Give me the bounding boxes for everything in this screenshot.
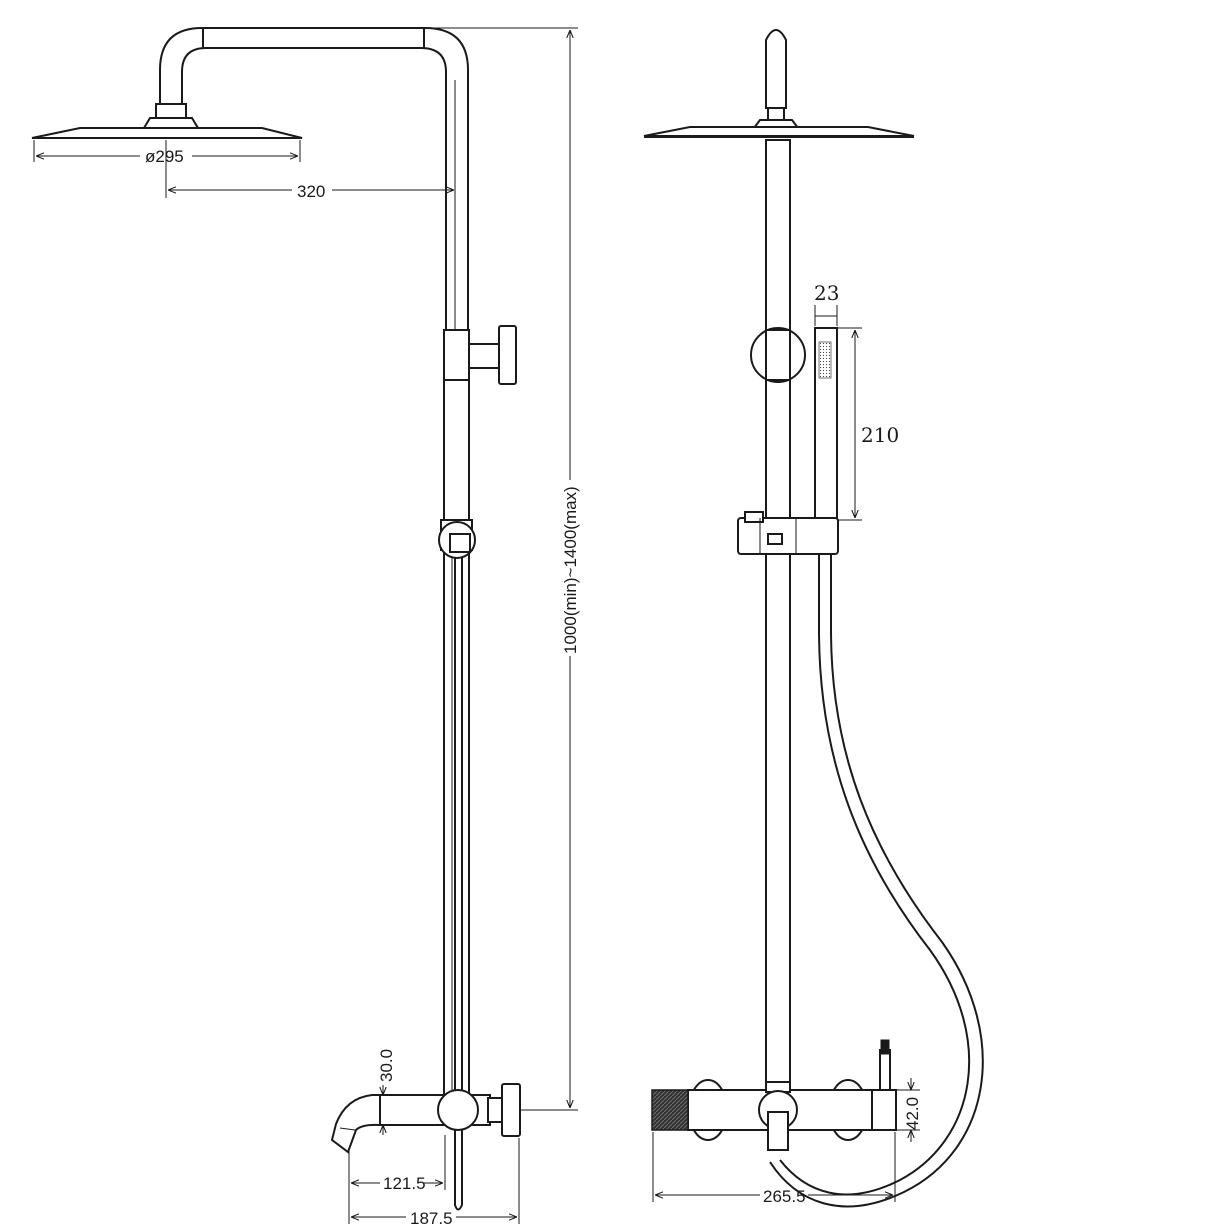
slide-holder-side bbox=[443, 325, 517, 385]
dim-shower-head-diameter: ø295 bbox=[33, 140, 301, 166]
shower-hose-front bbox=[769, 555, 984, 1208]
dim-mixer-width: 265.5 bbox=[652, 1132, 896, 1206]
dim-spout-height: 30.0 bbox=[372, 1049, 396, 1135]
label-lever-height: 42.0 bbox=[903, 1097, 922, 1130]
side-view: ø295 320 bbox=[31, 27, 580, 1228]
overhead-arm bbox=[159, 27, 469, 330]
dim-hand-shower-length: 210 bbox=[838, 327, 899, 521]
label-arm-projection: 320 bbox=[297, 182, 325, 201]
slide-bracket-front bbox=[737, 511, 839, 555]
mixer-body-front bbox=[651, 1039, 897, 1151]
wall-bracket-side bbox=[438, 521, 476, 559]
shower-rail-side bbox=[440, 329, 473, 1211]
shower-rail-front bbox=[765, 139, 791, 1091]
front-view: 23 210 bbox=[643, 29, 984, 1208]
shower-head-side bbox=[31, 127, 303, 139]
dim-lever-height: 42.0 bbox=[896, 1078, 922, 1142]
label-spout-projection: 121.5 bbox=[383, 1174, 426, 1193]
mixer-body-side bbox=[330, 1083, 521, 1154]
label-mixer-width: 265.5 bbox=[763, 1187, 806, 1206]
dim-arm-projection: 320 bbox=[165, 140, 454, 201]
hand-shower bbox=[814, 327, 838, 523]
dim-hand-shower-width: 23 bbox=[814, 281, 839, 326]
label-mixer-depth: 187.5 bbox=[410, 1209, 453, 1228]
label-diameter: ø295 bbox=[145, 147, 184, 166]
label-hand-shower-width: 23 bbox=[814, 281, 839, 305]
slide-ring-front bbox=[750, 327, 806, 383]
dim-mixer-depth: 187.5 bbox=[351, 1138, 520, 1228]
dim-rail-height: 1000(min)~1400(max) bbox=[425, 27, 580, 1111]
label-hand-shower-length: 210 bbox=[861, 423, 899, 447]
shower-head-front bbox=[643, 126, 915, 138]
label-rail-height: 1000(min)~1400(max) bbox=[561, 486, 580, 654]
label-spout-height: 30.0 bbox=[377, 1049, 396, 1082]
dim-spout-projection: 121.5 bbox=[348, 1135, 446, 1224]
